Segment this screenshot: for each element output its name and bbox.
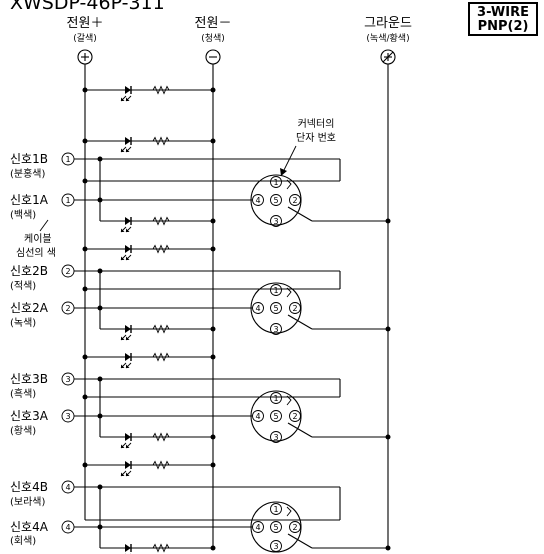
connector-2-pin-4: 4 xyxy=(255,304,260,313)
signal-1b-name: 신호1B xyxy=(10,152,48,166)
signal-3b-pin: 3 xyxy=(65,375,70,384)
signal-2b-name: 신호2B xyxy=(10,264,48,278)
connector-3 xyxy=(250,390,302,442)
signal-2b-pin: 2 xyxy=(65,267,70,276)
badge-line-2: PNP(2) xyxy=(477,19,529,34)
signal-1b-color: (분홍색) xyxy=(10,167,46,180)
connector-1-pin-4: 4 xyxy=(255,196,260,205)
cable-note-arrow xyxy=(39,219,49,232)
signal-1a-name: 신호1A xyxy=(10,193,49,207)
connector-3-pin-3: 3 xyxy=(273,433,278,442)
power-plus-color: (갈색) xyxy=(73,33,97,44)
connector-2-pin-5: 5 xyxy=(273,304,278,313)
connector-2 xyxy=(250,282,302,334)
connector-4 xyxy=(250,501,302,553)
plus-terminal-icon xyxy=(77,49,93,65)
channel-block-3: 신호3B 3 (흑색) 신호3A 3 (황색) 1 2 3 4 5 xyxy=(10,352,391,449)
signal-3a-pin: 3 xyxy=(65,412,70,421)
model-title: XWSDP-46P-311 xyxy=(10,0,165,14)
signal-4a-pin: 4 xyxy=(65,523,70,532)
connector-note-line-1: 커넥터의 xyxy=(298,118,335,130)
connector-1-pin-1: 1 xyxy=(273,178,278,187)
signal-1b-pin: 1 xyxy=(65,155,70,164)
power-plus-label: 전원＋ xyxy=(67,16,104,31)
connector-1 xyxy=(250,174,302,226)
connector-4-pin-1: 1 xyxy=(273,505,278,514)
signal-4b-name: 신호4B xyxy=(10,480,48,494)
signal-1a-pin: 1 xyxy=(65,196,70,205)
signal-3a-name: 신호3A xyxy=(10,409,49,423)
power-minus-label: 전원－ xyxy=(195,16,232,31)
ground-terminal-icon xyxy=(380,49,396,65)
minus-terminal-icon xyxy=(205,49,221,65)
connector-2-pin-3: 3 xyxy=(273,325,278,334)
connector-3-pin-2: 2 xyxy=(292,412,297,421)
power-minus-color: (청색) xyxy=(201,33,225,44)
connector-3-pin-5: 5 xyxy=(273,412,278,421)
connector-4-pin-4: 4 xyxy=(255,523,260,532)
signal-2a-pin: 2 xyxy=(65,304,70,313)
signal-1a-color: (백색) xyxy=(10,209,36,221)
signal-4b-color: (보라색) xyxy=(10,496,46,508)
cable-note-line-1: 케이블 xyxy=(24,233,52,245)
signal-4b-pin: 4 xyxy=(65,483,70,492)
channel-block-4: 신호4B 4 (보라색) 신호4A 4 (회색) 1 2 3 4 5 xyxy=(10,460,391,554)
signal-2a-color: (녹색) xyxy=(10,317,36,329)
cable-note-line-2: 심선의 색 xyxy=(16,247,56,259)
channel-block-1: 신호1B 1 (분홍색) 신호1A 1 (백색) 1 2 3 4 5 xyxy=(10,85,391,233)
badge-line-1: 3-WIRE xyxy=(477,5,529,20)
connector-3-pin-1: 1 xyxy=(273,394,278,403)
connector-4-pin-3: 3 xyxy=(273,542,278,551)
channel-block-2: 신호2B 2 (적색) 신호2A 2 (녹색) 1 2 3 4 5 xyxy=(10,244,391,341)
ground-color: (녹색/황색) xyxy=(366,33,409,44)
connector-4-pin-5: 5 xyxy=(273,523,278,532)
connector-2-pin-2: 2 xyxy=(292,304,297,313)
connector-3-pin-4: 4 xyxy=(255,412,260,421)
signal-3a-color: (황색) xyxy=(10,425,36,437)
ground-label: 그라운드 xyxy=(364,16,412,31)
signal-3b-name: 신호3B xyxy=(10,372,48,386)
connector-note-arrowhead xyxy=(280,168,287,176)
signal-4a-color: (회색) xyxy=(10,535,36,547)
connector-2-pin-1: 1 xyxy=(273,286,278,295)
connector-1-pin-5: 5 xyxy=(273,196,278,205)
connector-1-pin-2: 2 xyxy=(292,196,297,205)
signal-2a-name: 신호2A xyxy=(10,301,49,315)
signal-2b-color: (적색) xyxy=(10,280,36,292)
connector-4-pin-2: 2 xyxy=(292,523,297,532)
wiring-type-badge: 3-WIRE PNP(2) xyxy=(468,2,538,36)
connector-note-line-2: 단자 번호 xyxy=(296,132,336,144)
connector-1-pin-3: 3 xyxy=(273,217,278,226)
signal-4a-name: 신호4A xyxy=(10,520,49,534)
signal-3b-color: (흑색) xyxy=(10,387,36,400)
